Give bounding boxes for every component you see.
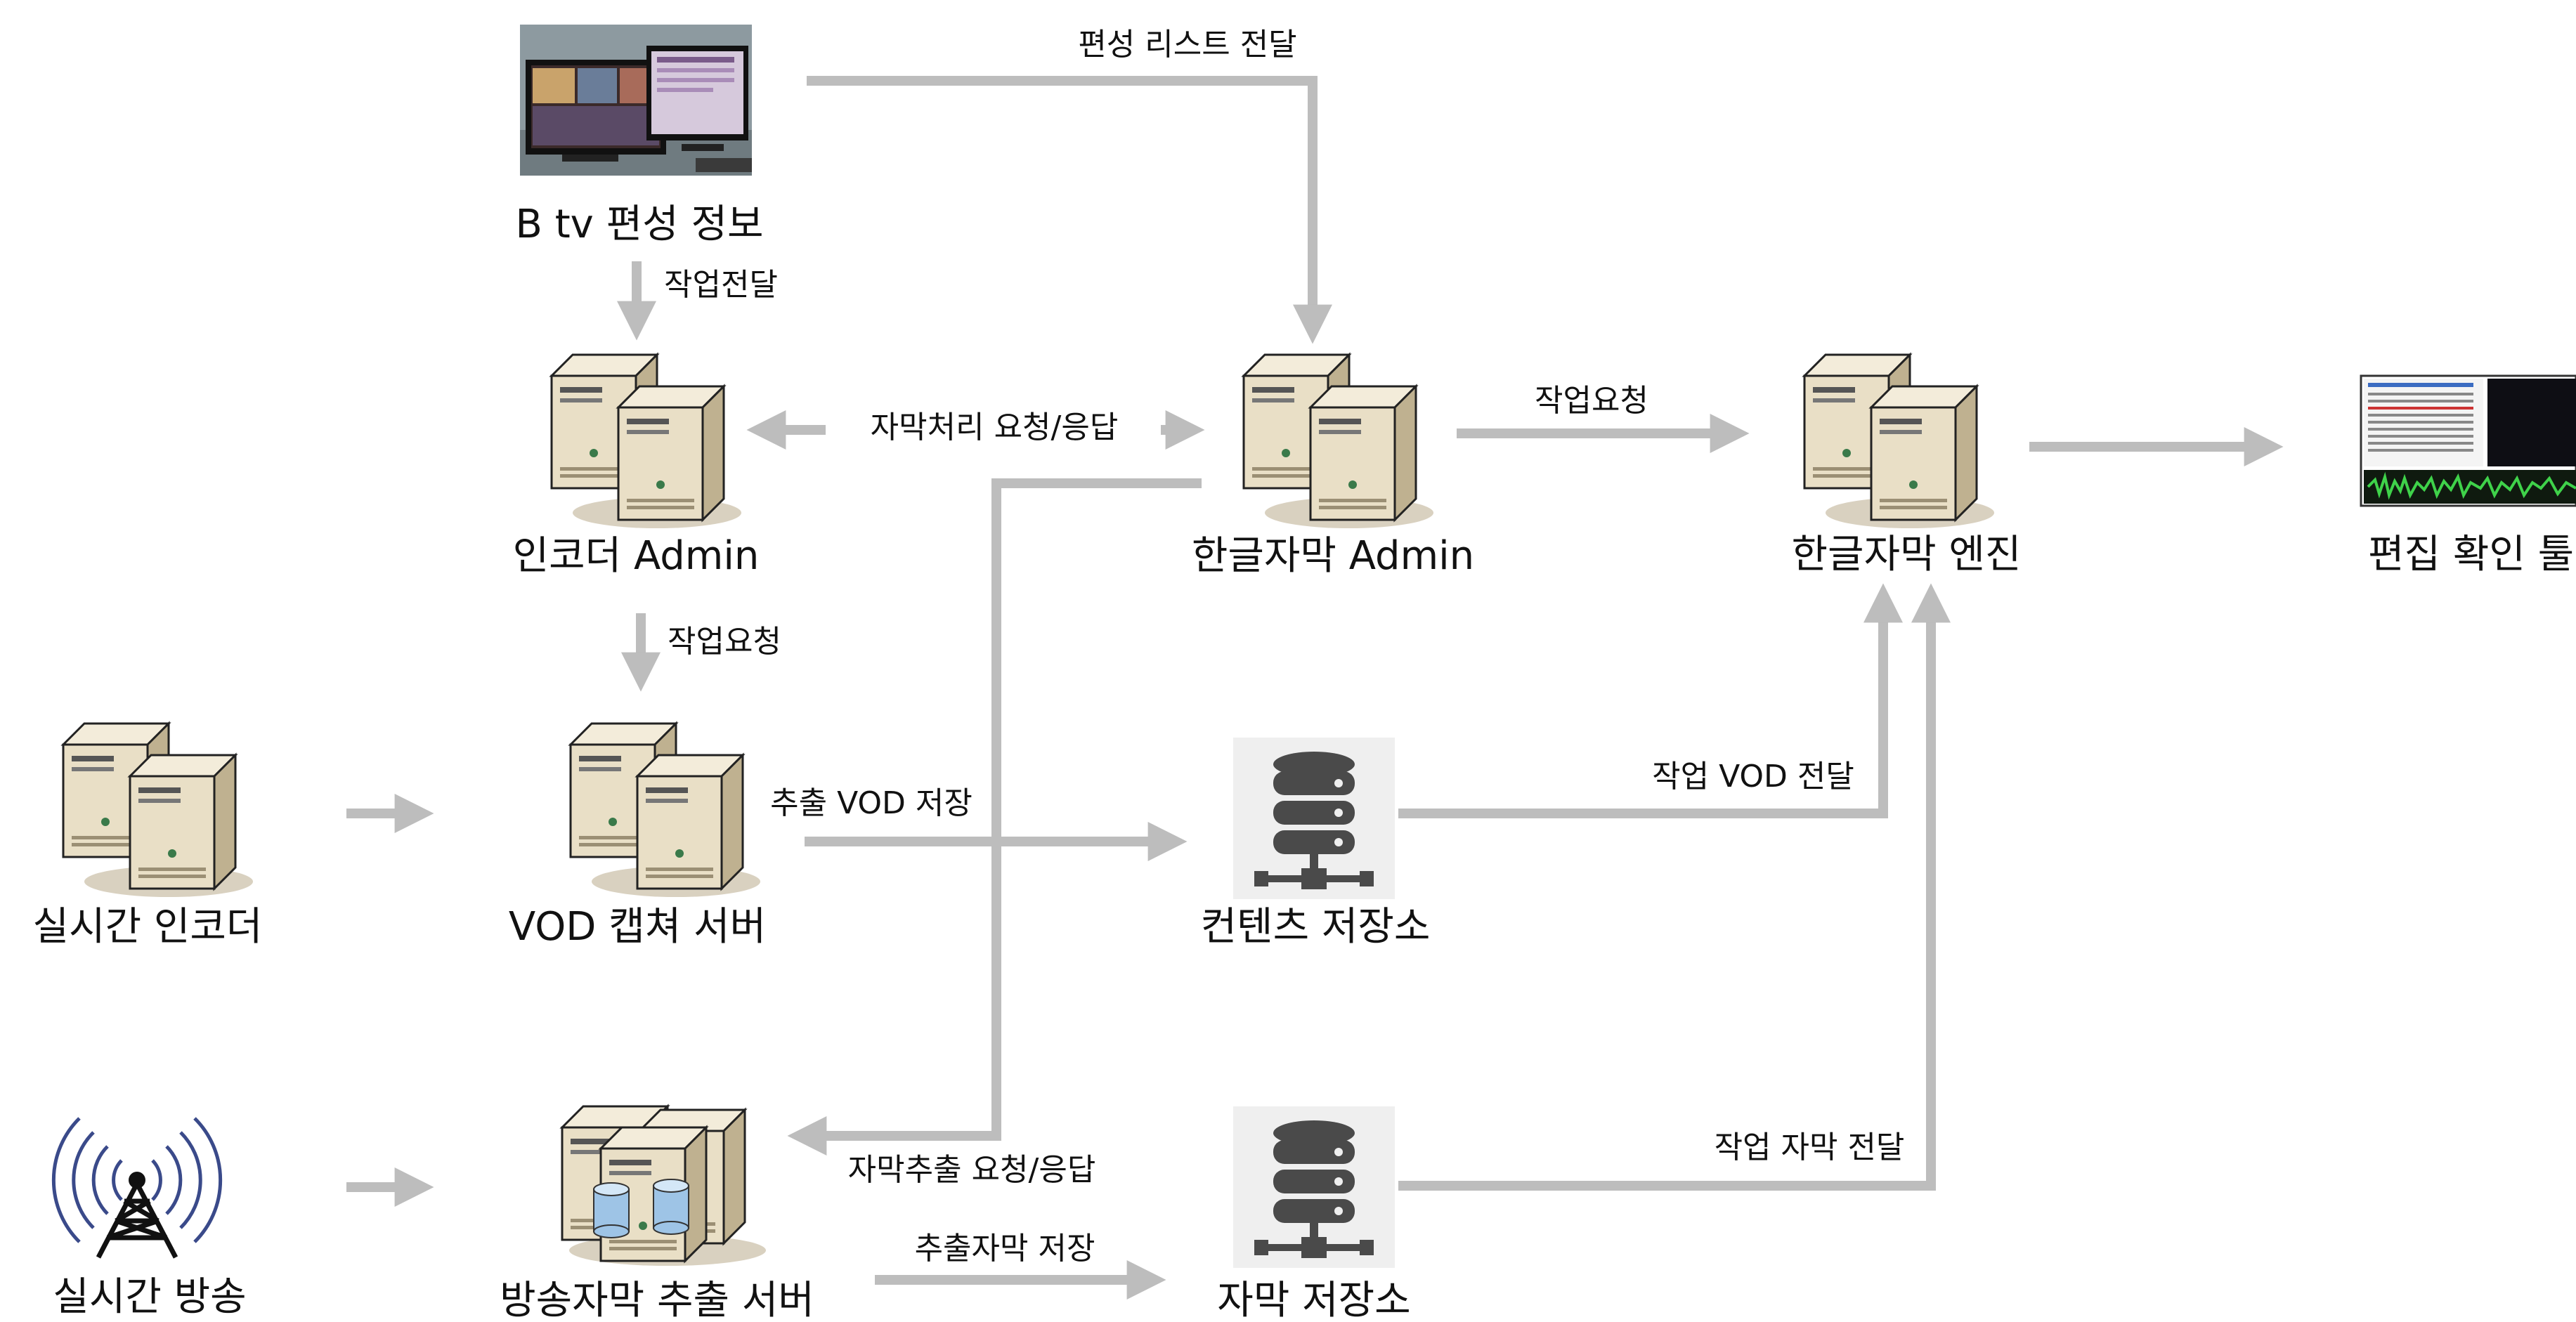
edge-label-subtitle-req-resp: 자막처리 요청/응답 <box>871 410 1119 445</box>
subtitle-storage-database-icon <box>1233 1106 1395 1268</box>
edge-label-job-vod-delivery: 작업 VOD 전달 <box>1652 759 1854 794</box>
vod-capture-server-icon <box>571 724 760 897</box>
edge-label-job-request-engine: 작업요청 <box>1535 383 1648 419</box>
edge-label-schedule-list: 편성 리스트 전달 <box>1078 27 1296 63</box>
realtime-encoder-server-icon <box>63 724 253 897</box>
content-storage-database-icon <box>1233 738 1395 899</box>
encoder-admin-server-icon <box>552 355 741 528</box>
subtitle-extract-server-icon <box>561 1105 766 1266</box>
edge-label-job-sub-delivery: 작업 자막 전달 <box>1715 1130 1905 1165</box>
subtitle-admin-server-icon <box>1244 355 1433 528</box>
edge-label-extract-vod-save: 추출 VOD 저장 <box>770 785 972 821</box>
label-subtitle-storage: 자막 저장소 <box>1217 1278 1410 1322</box>
edge-label-job-request-vod: 작업요청 <box>668 624 781 660</box>
btv-monitor-photo-icon <box>520 25 752 176</box>
edge-label-job-delivery: 작업전달 <box>664 267 778 303</box>
edge-label-extract-req-resp: 자막추출 요청/응답 <box>848 1152 1096 1188</box>
label-content-storage: 컨텐츠 저장소 <box>1201 904 1431 950</box>
label-vod-capture: VOD 캡쳐 서버 <box>509 904 766 950</box>
subtitle-engine-server-icon <box>1804 355 1994 528</box>
broadcast-antenna-icon <box>51 1117 223 1259</box>
arrow-job-sub-delivery <box>1398 583 1951 1191</box>
label-subtitle-admin: 한글자막 Admin <box>1192 533 1474 579</box>
arrow-job-vod-delivery <box>1398 583 1903 818</box>
label-realtime-encoder: 실시간 인코더 <box>33 904 263 950</box>
label-edit-tool: 편집 확인 툴 <box>2368 532 2574 577</box>
label-btv-schedule: B tv 편성 정보 <box>516 202 764 247</box>
edit-tool-screenshot-icon <box>2360 374 2576 507</box>
arrow-schedule-list <box>807 76 1332 344</box>
edge-label-extract-sub-save: 추출자막 저장 <box>915 1231 1095 1267</box>
label-subtitle-engine: 한글자막 엔진 <box>1792 532 2022 577</box>
label-subtitle-extract-server: 방송자막 추출 서버 <box>500 1278 814 1322</box>
label-encoder-admin: 인코더 Admin <box>513 533 760 579</box>
label-realtime-broadcast: 실시간 방송 <box>53 1274 246 1320</box>
arrow-extract-req-resp <box>787 478 1202 1156</box>
